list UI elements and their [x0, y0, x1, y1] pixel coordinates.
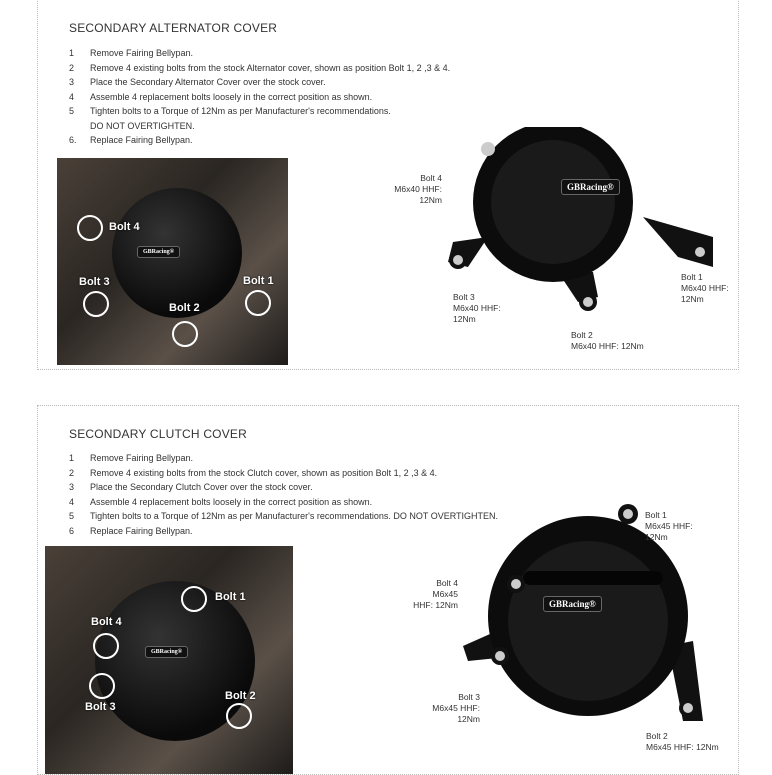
step-text: Tighten bolts to a Torque of 12Nm as per… — [90, 511, 499, 521]
step-number: 5 — [69, 106, 75, 116]
step-item: 3 Place the Secondary Alternator Cover ov… — [69, 75, 450, 90]
alternator-cover-section: SECONDARY ALTERNATOR COVER 1 Remove Fairi… — [37, 0, 739, 370]
photo-label: Bolt 1 — [215, 591, 246, 603]
section-title: SECONDARY CLUTCH COVER — [69, 427, 247, 441]
step-item: 4 Assemble 4 replacement bolts loosely in… — [69, 90, 450, 105]
step-item: 1 Remove Fairing Bellypan. — [69, 451, 498, 466]
photo-label: Bolt 2 — [225, 690, 256, 702]
step-number: 2 — [69, 467, 75, 478]
step-text: Remove 4 existing bolts from the stock C… — [90, 467, 438, 478]
step-number: 1 — [69, 453, 75, 463]
clutch-cover-image — [463, 504, 703, 721]
alternator-cover-image — [448, 127, 713, 311]
engine-photo: GBRacing® Bolt 4 Bolt 1 Bolt 2 Bolt 3 — [57, 158, 288, 365]
bolt-2-spec: Bolt 2 M6x45 HHF: 12Nm — [646, 731, 719, 752]
step-item: 1 Remove Fairing Bellypan. — [69, 46, 450, 61]
photo-label: Bolt 4 — [109, 221, 140, 233]
steps-list: 1 Remove Fairing Bellypan. 2 Remove 4 exist… — [69, 451, 498, 538]
step-text: Replace Fairing Bellypan. — [90, 135, 193, 145]
step-item: 5 Tighten bolts to a Torque of 12Nm as pe… — [69, 509, 498, 524]
step-number: 4 — [69, 91, 75, 102]
engine-photo: GBRacing® Bolt 1 Bolt 2 Bolt 3 Bolt 4 — [45, 546, 293, 774]
bolt-3-spec: Bolt 3 M6x40 HHF: 12Nm — [453, 292, 501, 324]
logo: GBRacing® — [137, 246, 181, 258]
step-item: 2 Remove 4 existing bolts from the stock … — [69, 466, 498, 481]
step-item: DO NOT OVERTIGHTEN. — [69, 119, 450, 134]
step-number — [69, 119, 90, 134]
photo-label: Bolt 3 — [85, 701, 116, 713]
step-number: 5 — [69, 511, 75, 521]
step-text: Remove Fairing Bellypan. — [90, 48, 194, 58]
step-item: 6 Replace Fairing Bellypan. — [69, 524, 498, 539]
bolt-4-spec: Bolt 4 M6x45 HHF: 12Nm — [413, 578, 458, 610]
step-text: DO NOT OVERTIGHTEN. — [90, 120, 195, 131]
section-title: SECONDARY ALTERNATOR COVER — [69, 21, 278, 35]
step-number: 3 — [69, 77, 75, 87]
steps-list: 1 Remove Fairing Bellypan. 2 Remove 4 exist… — [69, 46, 450, 148]
step-text: Place the Secondary Alternator Cover ove… — [90, 77, 326, 87]
step-number: 6 — [69, 525, 75, 536]
step-number: 4 — [69, 496, 75, 507]
photo-label: Bolt 2 — [169, 302, 200, 314]
bolt-1-spec: Bolt 1 M6x45 HHF: 12Nm — [645, 510, 693, 542]
step-item: 4 Assemble 4 replacement bolts loosely in… — [69, 495, 498, 510]
step-text: Tighten bolts to a Torque of 12Nm as per… — [90, 106, 391, 116]
step-item: 6. Replace Fairing Bellypan. — [69, 133, 450, 148]
step-text: Place the Secondary Clutch Cover over th… — [90, 482, 313, 492]
step-item: 3 Place the Secondary Clutch Cover over t… — [69, 480, 498, 495]
step-text: Replace Fairing Bellypan. — [90, 525, 193, 536]
clutch-cover-section: SECONDARY CLUTCH COVER 1 Remove Fairing B… — [37, 405, 739, 775]
step-item: 2 Remove 4 existing bolts from the stock … — [69, 61, 450, 76]
step-number: 6. — [69, 135, 77, 145]
step-text: Assemble 4 replacement bolts loosely in … — [90, 496, 373, 507]
bolt-1-spec: Bolt 1 M6x40 HHF: 12Nm — [681, 272, 729, 304]
step-number: 1 — [69, 48, 75, 58]
step-number: 3 — [69, 482, 75, 492]
logo: GBRacing® — [561, 179, 620, 195]
step-text: Remove 4 existing bolts from the stock A… — [90, 62, 451, 73]
photo-label: Bolt 4 — [91, 616, 122, 628]
logo: GBRacing® — [543, 596, 602, 612]
step-text: Remove Fairing Bellypan. — [90, 453, 194, 463]
photo-label: Bolt 3 — [79, 276, 110, 288]
step-text: Assemble 4 replacement bolts loosely in … — [90, 91, 373, 102]
bolt-4-spec: Bolt 4 M6x40 HHF: 12Nm — [394, 173, 442, 205]
bolt-3-spec: Bolt 3 M6x45 HHF: 12Nm — [432, 692, 480, 724]
logo: GBRacing® — [145, 646, 189, 658]
photo-label: Bolt 1 — [243, 275, 274, 287]
step-item: 5 Tighten bolts to a Torque of 12Nm as pe… — [69, 104, 450, 119]
bolt-2-spec: Bolt 2 M6x40 HHF: 12Nm — [571, 330, 644, 351]
step-number: 2 — [69, 62, 75, 73]
